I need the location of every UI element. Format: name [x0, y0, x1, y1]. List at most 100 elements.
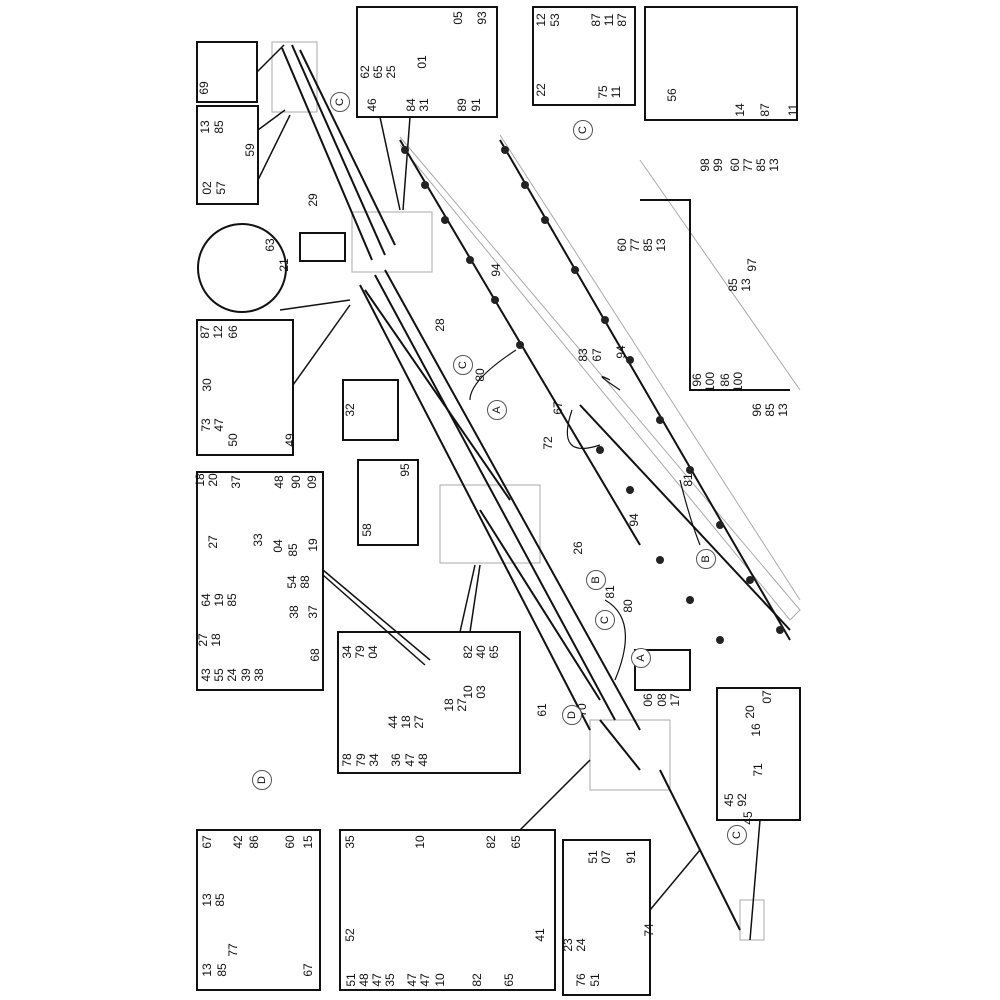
detail-d-part-number: 42	[231, 835, 245, 849]
detail-57-part-number: 59	[243, 143, 257, 157]
detail-pivot-part-number: 51	[344, 973, 358, 987]
detail-center-hinge-part-number: 82	[461, 645, 475, 659]
detail-center-hinge-part-number: 65	[487, 645, 501, 659]
detail-cylinder-part-number: 37	[306, 605, 320, 619]
detail-springs-part-number: 23	[561, 938, 575, 952]
main-callouts-part-number: 32	[343, 403, 357, 417]
main-callouts-part-number: 94	[614, 345, 628, 359]
detail-58-95-part-number: 58	[360, 523, 374, 537]
detail-97-part-number: 99	[711, 158, 725, 172]
detail-cylinder-part-number: 27	[206, 535, 220, 549]
boom-frame	[281, 44, 741, 931]
detail-cylinder-part-number: 19	[212, 593, 226, 607]
detail-springs-part-number: 74	[642, 923, 656, 937]
detail-center-hinge-part-number: 34	[367, 753, 381, 767]
detail-56-part-number: 87	[758, 103, 772, 117]
detail-57-part-number: 02	[200, 181, 214, 195]
detail-springs-part-number: 91	[624, 850, 638, 864]
detail-center-hinge-part-number: 44	[386, 715, 400, 729]
detail-hinge-top-part-number: 05	[451, 11, 465, 25]
detail-cylinder-part-number: 85	[286, 543, 300, 557]
detail-center-hinge-part-number: 40	[474, 645, 488, 659]
detail-c-bracket-part-number: 11	[609, 85, 623, 99]
detail-pivot-part-number: 47	[418, 973, 432, 987]
detail-56-part-number: 11	[786, 103, 800, 117]
detail-springs-part-number: 51	[586, 850, 600, 864]
detail-d-part-number: 86	[247, 835, 261, 849]
detail-wheel-part-number: 87	[198, 325, 212, 339]
detail-97-part-number: 77	[628, 238, 642, 252]
main-callouts-part-number: 94	[489, 263, 503, 277]
detail-pivot-part-number: 65	[509, 835, 523, 849]
detail-center-hinge-part-number: 78	[340, 753, 354, 767]
detail-springs-part-number: 24	[574, 938, 588, 952]
main-callouts-part-number: 61	[535, 703, 549, 717]
detail-cylinder-part-number: 18	[193, 473, 207, 487]
detail-57-part-number: 13	[198, 120, 212, 134]
reference-marker-c: C	[727, 825, 747, 845]
detail-97-part-number: 13	[739, 278, 753, 292]
detail-hinge-top-part-number: 93	[475, 11, 489, 25]
detail-center-hinge-part-number: 79	[353, 645, 367, 659]
detail-cylinder-part-number: 33	[251, 533, 265, 547]
detail-d-part-number: 60	[283, 835, 297, 849]
detail-cylinder-part-number: 24	[225, 668, 239, 682]
detail-hinge-top-part-number: 46	[365, 98, 379, 112]
detail-97-part-number: 85	[641, 238, 655, 252]
detail-center-hinge-part-number: 27	[455, 698, 469, 712]
detail-cylinder-part-number: 85	[225, 593, 239, 607]
detail-c-bracket-part-number: 12	[534, 13, 548, 27]
reference-marker-b: B	[586, 570, 606, 590]
reference-marker-b: B	[696, 549, 716, 569]
detail-pivot-part-number: 35	[343, 835, 357, 849]
main-callouts-part-number: 17	[668, 693, 682, 707]
detail-cylinder-part-number: 39	[239, 668, 253, 682]
detail-pivot-part-number: 47	[405, 973, 419, 987]
detail-c-bracket-part-number: 75	[596, 85, 610, 99]
detail-wheel-part-number: 30	[200, 378, 214, 392]
main-callouts-part-number: 72	[541, 436, 555, 450]
detail-springs-part-number: 51	[588, 973, 602, 987]
detail-hinge-top-part-number: 91	[469, 98, 483, 112]
detail-58-95-part-number: 95	[398, 463, 412, 477]
detail-cylinder-part-number: 20	[206, 473, 220, 487]
detail-hinge-top-part-number: 31	[417, 98, 431, 112]
reference-marker-c: C	[573, 120, 593, 140]
detail-71-part-number: 45	[741, 811, 755, 825]
main-callouts-part-number: 28	[433, 318, 447, 332]
main-callouts-part-number: 83	[576, 348, 590, 362]
detail-d-part-number: 77	[226, 943, 240, 957]
detail-97-part-number: 13	[767, 158, 781, 172]
detail-cylinder-part-number: 43	[199, 668, 213, 682]
detail-cylinder-part-number: 90	[289, 475, 303, 489]
detail-center-hinge-part-number: 47	[403, 753, 417, 767]
detail-97-part-number: 96	[690, 373, 704, 387]
detail-wheel-part-number: 47	[212, 418, 226, 432]
detail-hinge-top-part-number: 25	[384, 65, 398, 79]
reference-marker-a: A	[631, 648, 651, 668]
detail-97-part-number: 100	[731, 371, 745, 393]
detail-d-part-number: 67	[200, 835, 214, 849]
main-callouts-part-number: 67	[590, 348, 604, 362]
detail-71-part-number: 92	[735, 793, 749, 807]
reference-marker-a: A	[487, 400, 507, 420]
detail-hinge-top-part-number: 89	[455, 98, 469, 112]
detail-97-part-number: 98	[698, 158, 712, 172]
detail-hinge-top-part-number: 84	[404, 98, 418, 112]
detail-97-part-number: 13	[776, 403, 790, 417]
detail-97-part-number: 85	[754, 158, 768, 172]
detail-wheel-part-number: 49	[283, 433, 297, 447]
detail-71-part-number: 07	[760, 690, 774, 704]
detail-cylinder-part-number: 27	[196, 633, 210, 647]
detail-center-hinge-part-number: 36	[389, 753, 403, 767]
reference-marker-c: C	[595, 610, 615, 630]
detail-wheel-part-number: 12	[211, 325, 225, 339]
detail-center-hinge-part-number: 04	[366, 645, 380, 659]
detail-cylinder-part-number: 38	[252, 668, 266, 682]
detail-center-hinge-part-number: 03	[474, 685, 488, 699]
detail-c-bracket-part-number: 11	[602, 13, 616, 27]
detail-56-part-number: 14	[733, 103, 747, 117]
main-callouts-part-number: 81	[681, 473, 695, 487]
detail-cylinder-part-number: 68	[308, 648, 322, 662]
detail-57-part-number: 85	[212, 120, 226, 134]
